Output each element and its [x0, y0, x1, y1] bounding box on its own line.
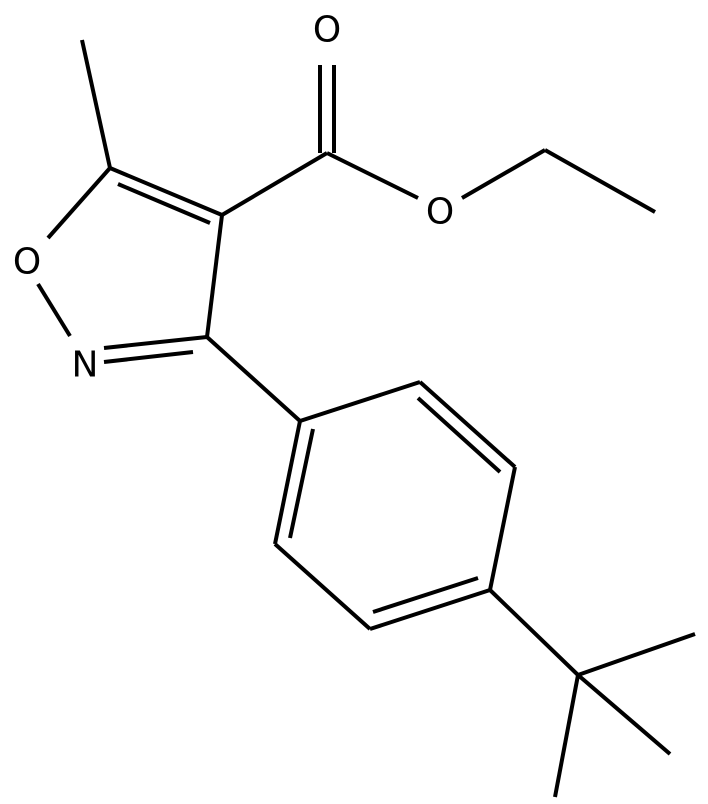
bond-c5-c4-inner — [117, 182, 211, 225]
bond-c5-c4 — [109, 166, 223, 217]
bond-ph4-ph5-inner — [372, 576, 479, 614]
bond-tbu-me1 — [577, 632, 696, 677]
bond-c4-carbonyl-c — [220, 151, 329, 217]
bond-tbu-me3 — [553, 674, 580, 798]
bond-ph6-ph1-inner — [288, 428, 315, 539]
atom-label-ester-o: O — [426, 192, 454, 233]
bond-n2-o1 — [36, 282, 72, 338]
bond-ph2-ph3-inner — [416, 396, 502, 474]
bond-ph4-tbu-c — [488, 588, 580, 677]
bond-c3-n2-inner — [103, 350, 194, 364]
bond-c4-c3 — [205, 214, 224, 338]
bond-ph3-ph4 — [488, 466, 517, 591]
bond-tbu-me2 — [576, 673, 672, 756]
bond-carbonyl-c-ester-o — [326, 151, 419, 200]
atom-label-ring-n: N — [72, 345, 99, 386]
bond-ph5-ph6 — [273, 542, 372, 631]
bond-ester-o-ch2 — [460, 148, 547, 200]
bond-ph2-ph3 — [418, 380, 517, 469]
atom-label-ring-o: O — [13, 242, 41, 283]
atom-label-carbonyl-o: O — [313, 10, 341, 51]
bond-ch2-ch3 — [544, 148, 656, 214]
bond-o1-c5 — [46, 166, 112, 240]
bond-c5-methyl — [80, 39, 112, 169]
bond-c3-n2 — [103, 335, 208, 350]
bond-ph6-ph1 — [273, 420, 302, 545]
bond-c3-phenyl — [205, 335, 302, 423]
bond-ph1-ph2 — [299, 380, 421, 423]
bond-ph4-ph5 — [369, 588, 491, 631]
